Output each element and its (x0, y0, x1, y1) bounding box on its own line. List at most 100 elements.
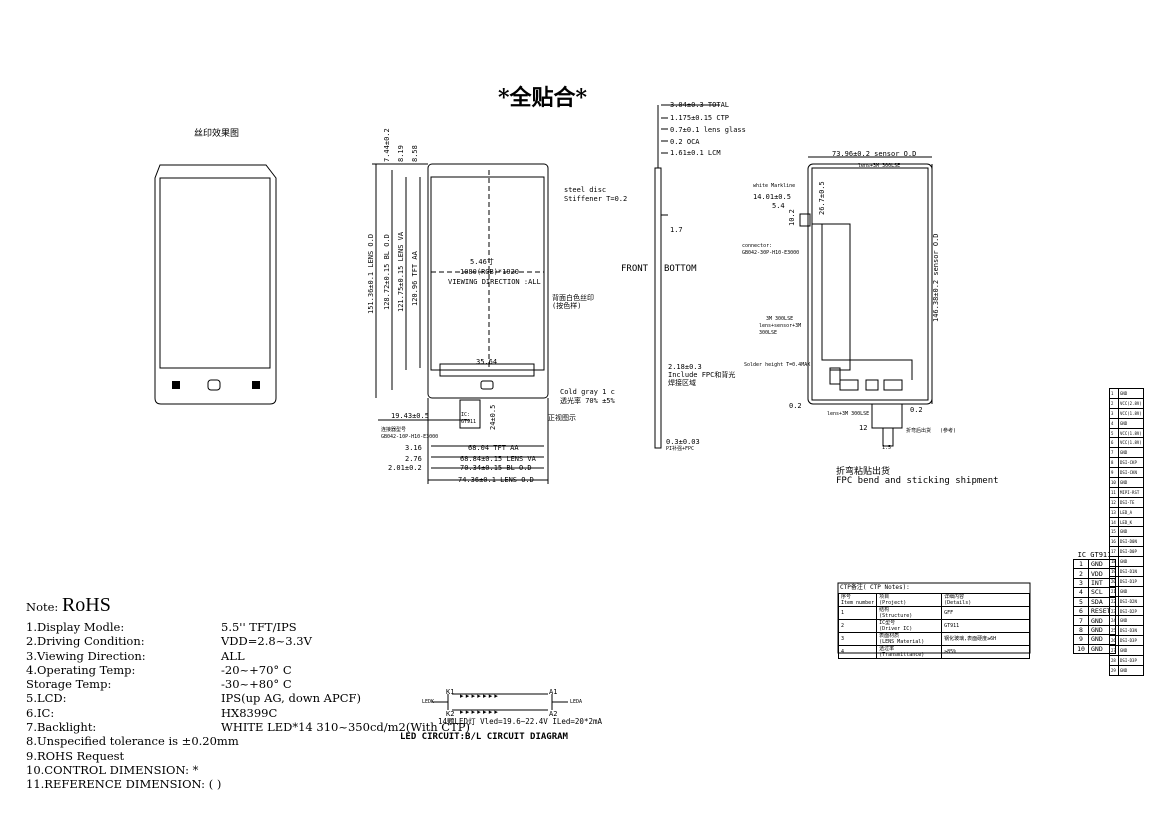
cold-gray-label: Cold gray 1 c (560, 388, 615, 396)
ship-cn: 折弯粘贴出货 (836, 467, 891, 477)
bottom-label: BOTTOM (664, 264, 697, 274)
pin-signal: GND (1118, 585, 1144, 597)
ic-pin-number: 6 (1073, 605, 1089, 617)
led-k2: K2 (446, 710, 455, 718)
display-size: 5.46寸 (470, 258, 494, 266)
ic-pin-number: 9 (1073, 634, 1089, 645)
pin-signal: DSI-CKP (1118, 457, 1144, 469)
pin-number: 11 (1109, 486, 1119, 498)
note-row: 11.REFERENCE DIMENSION: ( ) (26, 777, 221, 791)
note-row: 9.ROHS Request (26, 749, 124, 763)
pin-number: 23 (1109, 605, 1119, 617)
led-spec: 14颗LED灯 Vled=19.6~22.4V ILed=20*2mA (438, 717, 603, 726)
ic-pin-number: 4 (1073, 587, 1089, 598)
pin-number: 12 (1109, 496, 1119, 508)
adhesive-stack: lens+sensor+3M (759, 323, 802, 329)
dim-12: 12 (859, 424, 868, 432)
dim-1-5: 1.5 (882, 445, 892, 451)
ctp-cell: IC型号 (Driver IC) (876, 619, 943, 633)
dim-lens-va-v: 121.75±0.15 LENS VA (397, 231, 405, 312)
pin-signal: DSI-D1P (1118, 575, 1144, 587)
dim-lens-od-h: 74.36±0.1 LENS O.D (458, 476, 534, 484)
steel-disc-label: steel disc (564, 186, 607, 194)
note-label: 5.LCD: (26, 691, 67, 706)
pin-signal: DSI-CKN (1118, 467, 1144, 479)
pin-signal: DSI-D0N (1118, 536, 1144, 548)
ctp-cell: 1 (837, 606, 878, 620)
pin-signal: GND (1118, 417, 1144, 429)
dim-0-2-right: 0.2 (910, 406, 923, 414)
pin-signal: LED_A (1118, 506, 1144, 518)
pin-signal: VCC(1.8V) (1118, 407, 1144, 419)
pin-signal: GND (1118, 526, 1144, 538)
note-value: IPS(up AG, down APCF) (221, 691, 361, 706)
note-row: 7.Backlight: WHITE LED*14 310~350cd/m2(W… (26, 720, 470, 734)
svg-text:▸ ▸ ▸ ▸ ▸ ▸ ▸: ▸ ▸ ▸ ▸ ▸ ▸ ▸ (460, 708, 498, 716)
pin-signal: DSI-TE (1118, 496, 1144, 508)
pin-number: 8 (1109, 457, 1119, 469)
ctp-cell: 透过率 (Transmittance) (876, 645, 943, 659)
ctp-title: CTP备注( CTP Notes): (840, 584, 910, 591)
note-label: 9.ROHS Request (26, 748, 125, 763)
adhesive-3m: 3M 300LSE (766, 316, 794, 322)
pin-signal: GND (1118, 556, 1144, 568)
note-value: HX8399C (221, 705, 278, 720)
note-row: 6.IC:HX8399C (26, 706, 277, 720)
ctp-cell: GT911 (941, 619, 1030, 633)
notes-head: Note: (26, 600, 59, 614)
ctp-cell: ≥85% (941, 645, 1030, 659)
pin-number: 21 (1109, 585, 1119, 597)
dim-oca: 0.2 OCA (670, 138, 700, 146)
pin-signal: DSI-D3N (1118, 625, 1144, 637)
led-k1: K1 (446, 688, 455, 696)
dim-7-44: 7.44±0.2 (383, 128, 391, 162)
dim-3-16: 3.16 (405, 444, 422, 452)
pin-number: 6 (1109, 437, 1119, 449)
pin-number: 7 (1109, 447, 1119, 459)
pin-number: 1 (1109, 388, 1119, 399)
note-label: 4.Operating Temp: (26, 662, 136, 677)
rohs-mark: RoHS (61, 594, 111, 616)
pin-number: 17 (1109, 546, 1119, 558)
silk-screen-title: 丝印效果图 (194, 129, 240, 139)
display-resolution: 1080(RGB)*1920 (460, 268, 520, 276)
led-a1: A1 (549, 688, 558, 696)
svg-text:▸ ▸ ▸ ▸ ▸ ▸ ▸: ▸ ▸ ▸ ▸ ▸ ▸ ▸ (460, 692, 498, 700)
connector-label-back: connector: (742, 243, 773, 249)
pin-signal: VCC(1.8V) (1118, 427, 1144, 439)
ctp-cell: 结构 (Structure) (876, 606, 943, 620)
ship-en: FPC bend and sticking shipment (836, 476, 999, 486)
ic-pin-number: 7 (1073, 615, 1089, 626)
note-value: WHITE LED*14 310~350cd/m2(With CTP) (221, 720, 470, 735)
pin-signal: DSI-D3P (1118, 655, 1144, 666)
led-a2: A2 (549, 710, 558, 718)
led-leda: LEDA (570, 699, 583, 705)
pin-signal: DSI-D1N (1118, 566, 1144, 577)
dim-lens-va-h: 68.84±0.15 LENS VA (460, 455, 536, 463)
pin-number: 3 (1109, 407, 1119, 419)
note-row: 8.Unspecified tolerance is ±0.20mm (26, 734, 239, 748)
connector-value: GB042-10P-H10-E3000 (381, 434, 439, 440)
note-row: 4.Operating Temp:-20~+70° C (26, 663, 292, 677)
pin-number: 9 (1109, 467, 1119, 479)
dim-fpc-thick: 2.18±0.3 (668, 363, 702, 371)
note-value: ALL (221, 648, 245, 663)
